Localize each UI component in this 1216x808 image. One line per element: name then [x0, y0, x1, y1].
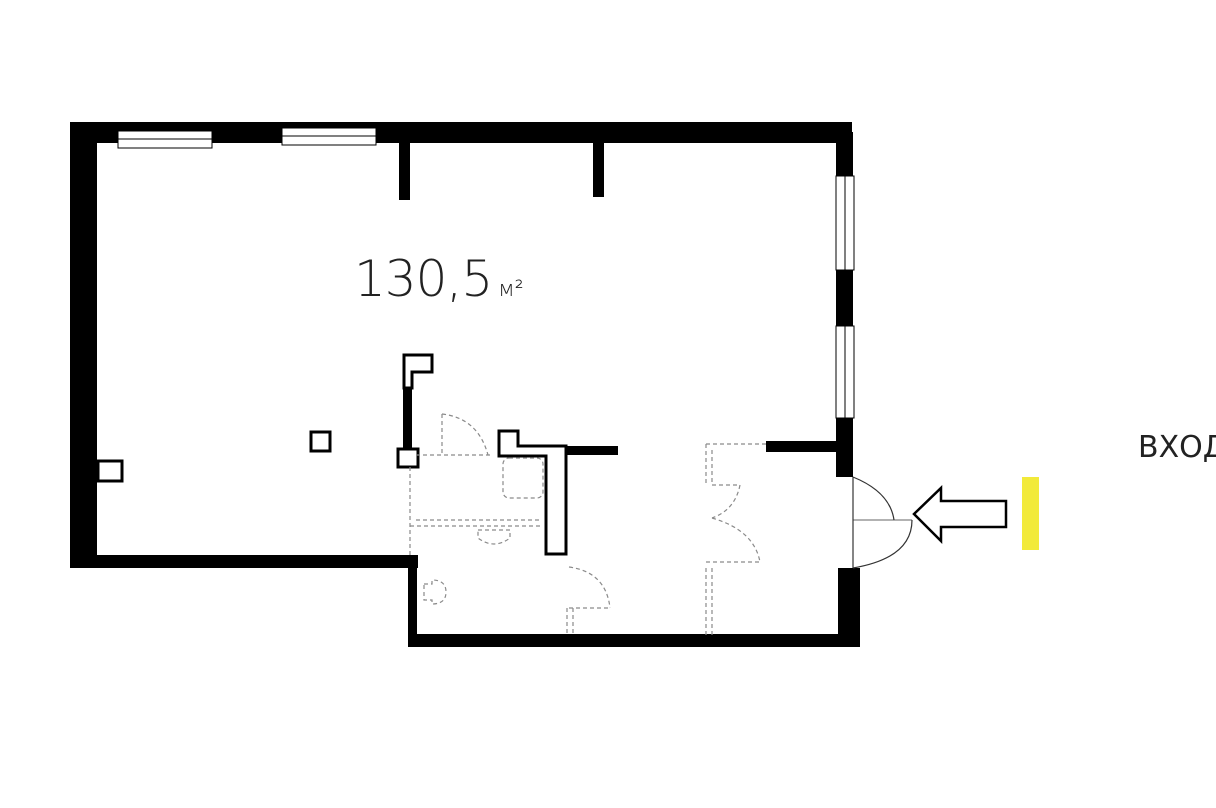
- entrance-label: ВХОД: [1138, 430, 1216, 465]
- wall-left: [70, 132, 97, 568]
- wall-bottom-left: [78, 555, 418, 568]
- wall-right-lower: [838, 568, 860, 647]
- column-l-shape: [402, 353, 434, 390]
- partition-column: [403, 368, 412, 450]
- dashed-fixtures: [409, 413, 766, 635]
- column-center: [309, 430, 332, 453]
- double-door-icon: [852, 476, 913, 569]
- sink-icon: [477, 529, 511, 545]
- wall-bottom-step: [408, 555, 417, 647]
- windows: [117, 127, 855, 419]
- entrance-marker: [1022, 477, 1039, 550]
- wall-bottom: [408, 634, 860, 647]
- entrance-arrow-icon: [912, 485, 1008, 545]
- column-mid: [396, 447, 420, 469]
- partition-outline: [497, 429, 568, 556]
- wall-stub-2: [593, 140, 604, 197]
- wall-top: [70, 122, 852, 143]
- wall-stub-1: [399, 140, 410, 200]
- area-unit: м²: [498, 277, 524, 302]
- toilet-icon: [423, 579, 447, 605]
- column-left: [96, 459, 124, 483]
- outer-walls: [70, 122, 860, 647]
- wall-stub-right: [766, 441, 840, 452]
- shower-icon: [502, 457, 544, 499]
- area-value: 130,5: [354, 250, 493, 308]
- columns: [96, 353, 434, 483]
